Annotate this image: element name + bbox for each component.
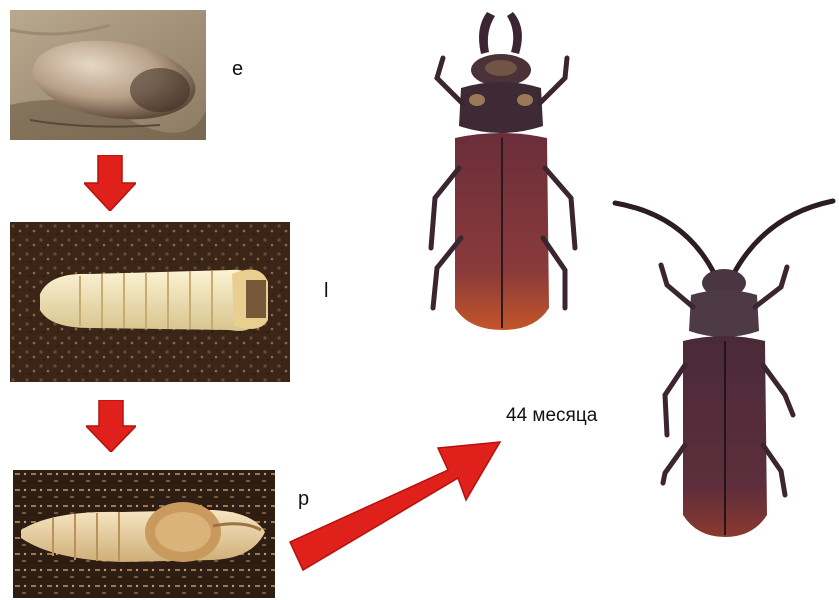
down-arrow-2 bbox=[86, 400, 136, 452]
down-arrow-1 bbox=[84, 155, 136, 211]
duration-caption: 44 месяца bbox=[506, 405, 597, 427]
larva-photo bbox=[10, 222, 290, 382]
egg-photo bbox=[10, 10, 206, 140]
adult-beetle-photo-2 bbox=[605, 195, 837, 540]
stage-label-egg: e bbox=[232, 58, 243, 81]
pupa-photo bbox=[13, 470, 275, 598]
adult-beetle-photo-1 bbox=[415, 8, 590, 333]
diagonal-arrow bbox=[288, 430, 508, 580]
stage-label-larva: l bbox=[324, 280, 328, 303]
